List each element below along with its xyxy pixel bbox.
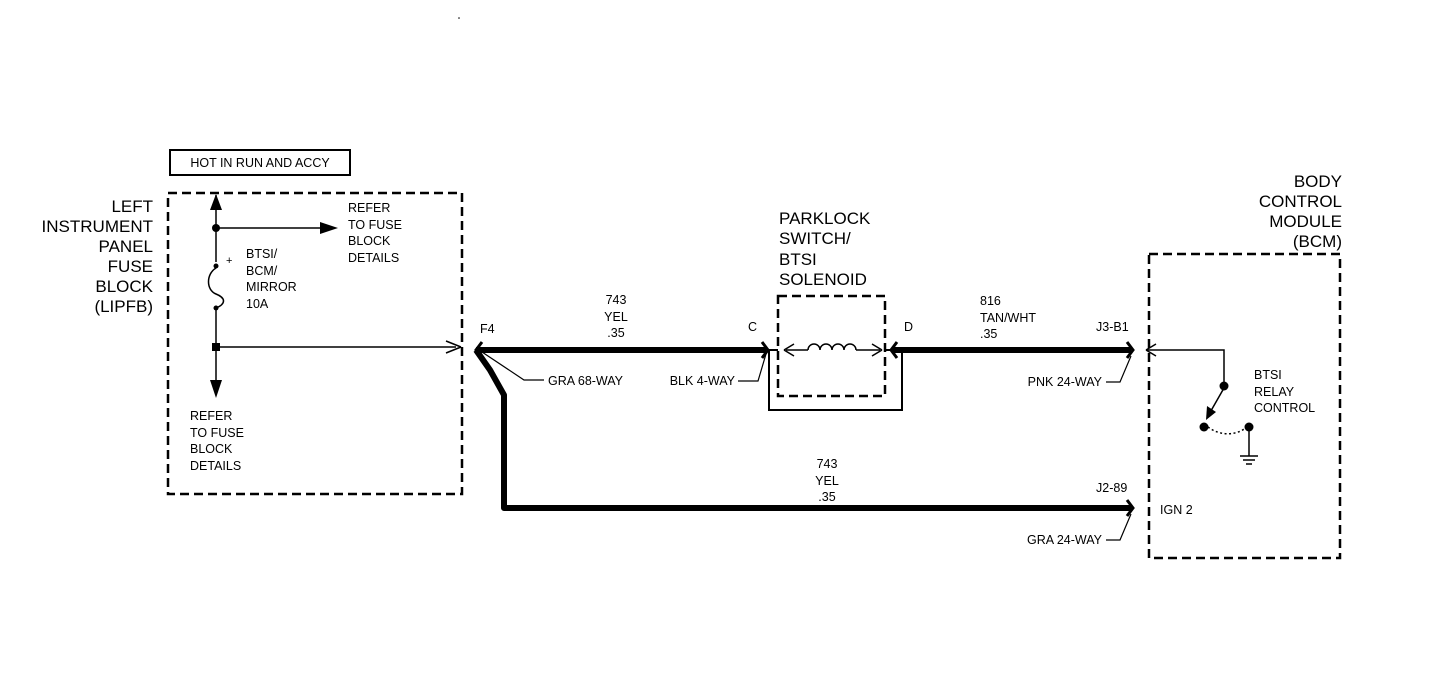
wire-743-bottom bbox=[473, 348, 1131, 511]
fuse-label-line: BCM/ bbox=[246, 264, 278, 278]
power-header-label: HOT IN RUN AND ACCY bbox=[190, 156, 330, 170]
gra24-leader bbox=[1106, 513, 1132, 541]
wire-743-bottom-label: 743 YEL .35 bbox=[815, 457, 839, 504]
fuse-bus-arrow-down-icon bbox=[210, 380, 222, 398]
fuse-block-title-line: LEFT bbox=[111, 197, 153, 216]
solenoid-title-line: PARKLOCK bbox=[779, 209, 871, 228]
bcm-relay-wire bbox=[1147, 349, 1225, 385]
wire-816-line: TAN/WHT bbox=[980, 311, 1036, 325]
solenoid-title: PARKLOCK SWITCH/ BTSI SOLENOID bbox=[779, 209, 871, 289]
refer-top-text: REFER TO FUSE BLOCK DETAILS bbox=[348, 201, 402, 265]
fuse-polarity: + bbox=[226, 255, 232, 267]
pin-j289-label: J2-89 bbox=[1096, 481, 1127, 495]
relay-dotted-link bbox=[1207, 426, 1248, 435]
f4-arrow-icon bbox=[445, 340, 462, 354]
connector-j289-mark-icon bbox=[1125, 499, 1135, 517]
refer-bottom-line: TO FUSE bbox=[190, 426, 244, 440]
refer-top-line: DETAILS bbox=[348, 251, 399, 265]
wire-743-top-line: .35 bbox=[607, 326, 624, 340]
solenoid-title-line: BTSI bbox=[779, 250, 817, 269]
bcm-title: BODY CONTROL MODULE (BCM) bbox=[1259, 172, 1342, 251]
fuse-label: BTSI/ BCM/ MIRROR 10A bbox=[246, 247, 297, 311]
power-header-box bbox=[169, 149, 351, 176]
refer-bottom-line: DETAILS bbox=[190, 459, 241, 473]
wire-743-bottom-line: .35 bbox=[818, 490, 835, 504]
connector-blk4-label: BLK 4-WAY bbox=[670, 374, 736, 388]
ign2-label: IGN 2 bbox=[1160, 503, 1193, 517]
stray-dot bbox=[458, 17, 460, 19]
solenoid-title-line: SWITCH/ bbox=[779, 229, 851, 248]
wire-743-top-line: YEL bbox=[604, 310, 628, 324]
bcm-title-line: CONTROL bbox=[1259, 192, 1342, 211]
refer-bottom-text: REFER TO FUSE BLOCK DETAILS bbox=[190, 409, 244, 473]
connector-gra24-label: GRA 24-WAY bbox=[1027, 533, 1103, 547]
connector-j3b1-mark-icon bbox=[1125, 341, 1135, 359]
fuse-block-title: LEFT INSTRUMENT PANEL FUSE BLOCK (LIPFB) bbox=[42, 197, 154, 316]
blk4-leader bbox=[738, 353, 767, 382]
refer-top-line: REFER bbox=[348, 201, 390, 215]
solenoid-box bbox=[776, 294, 887, 398]
fuse-label-line: 10A bbox=[246, 297, 269, 311]
refer-top-arrow-icon bbox=[320, 222, 338, 234]
wire-816-line: .35 bbox=[980, 327, 997, 341]
bcm-box bbox=[1147, 252, 1342, 560]
gra68-leader bbox=[481, 351, 544, 381]
pnk24-leader bbox=[1106, 355, 1132, 383]
connector-gra68-label: GRA 68-WAY bbox=[548, 374, 624, 388]
wire-743-top-line: 743 bbox=[606, 293, 627, 307]
fuse-label-line: BTSI/ bbox=[246, 247, 278, 261]
relay-arm-arrow-icon bbox=[1206, 406, 1216, 420]
bcm-title-line: BODY bbox=[1294, 172, 1342, 191]
pin-c-label: C bbox=[748, 320, 757, 334]
relay-contact-left bbox=[1199, 422, 1209, 432]
fuse-terminal-top bbox=[213, 263, 219, 269]
refer-bottom-line: REFER bbox=[190, 409, 232, 423]
wire-743-bottom-line: 743 bbox=[817, 457, 838, 471]
wire-816-label: 816 TAN/WHT .35 bbox=[980, 294, 1036, 341]
pin-d-label: D bbox=[904, 320, 913, 334]
fuse-block-title-line: BLOCK bbox=[95, 277, 153, 296]
wire-816-line: 816 bbox=[980, 294, 1001, 308]
pin-f4-label: F4 bbox=[480, 322, 495, 336]
refer-bottom-line: BLOCK bbox=[190, 442, 233, 456]
fuse-block-title-line: INSTRUMENT bbox=[42, 217, 153, 236]
wire-743-top-label: 743 YEL .35 bbox=[604, 293, 628, 340]
bcm-title-line: MODULE bbox=[1269, 212, 1342, 231]
relay-label-line: RELAY bbox=[1254, 385, 1295, 399]
bcm-input-arrow-icon bbox=[1145, 343, 1157, 357]
refer-top-line: TO FUSE bbox=[348, 218, 402, 232]
connector-f4-mark-icon bbox=[474, 341, 484, 359]
fuse-block-title-line: (LIPFB) bbox=[94, 297, 153, 316]
fuse-block-box bbox=[166, 191, 464, 496]
relay-label: BTSI RELAY CONTROL bbox=[1254, 368, 1315, 415]
relay-contact-top bbox=[1219, 381, 1229, 391]
fuse-block-title-line: PANEL bbox=[99, 237, 154, 256]
connector-pnk24-label: PNK 24-WAY bbox=[1028, 375, 1103, 389]
relay-label-line: BTSI bbox=[1254, 368, 1282, 382]
fuse-label-line: MIRROR bbox=[246, 280, 297, 294]
solenoid-title-line: SOLENOID bbox=[779, 270, 867, 289]
coil-left-arrow-icon bbox=[783, 343, 795, 357]
fuse-bus-arrow-up-icon bbox=[210, 194, 222, 210]
fuse-block-title-line: FUSE bbox=[108, 257, 153, 276]
fuse-icon bbox=[207, 267, 225, 309]
bcm-title-line: (BCM) bbox=[1293, 232, 1342, 251]
refer-top-line: BLOCK bbox=[348, 234, 391, 248]
wire-743-bottom-line: YEL bbox=[815, 474, 839, 488]
pin-j3b1-label: J3-B1 bbox=[1096, 320, 1129, 334]
coil-right-arrow-icon bbox=[871, 343, 883, 357]
relay-label-line: CONTROL bbox=[1254, 401, 1315, 415]
ground-icon bbox=[1240, 455, 1258, 465]
solenoid-coil-icon bbox=[807, 343, 857, 351]
